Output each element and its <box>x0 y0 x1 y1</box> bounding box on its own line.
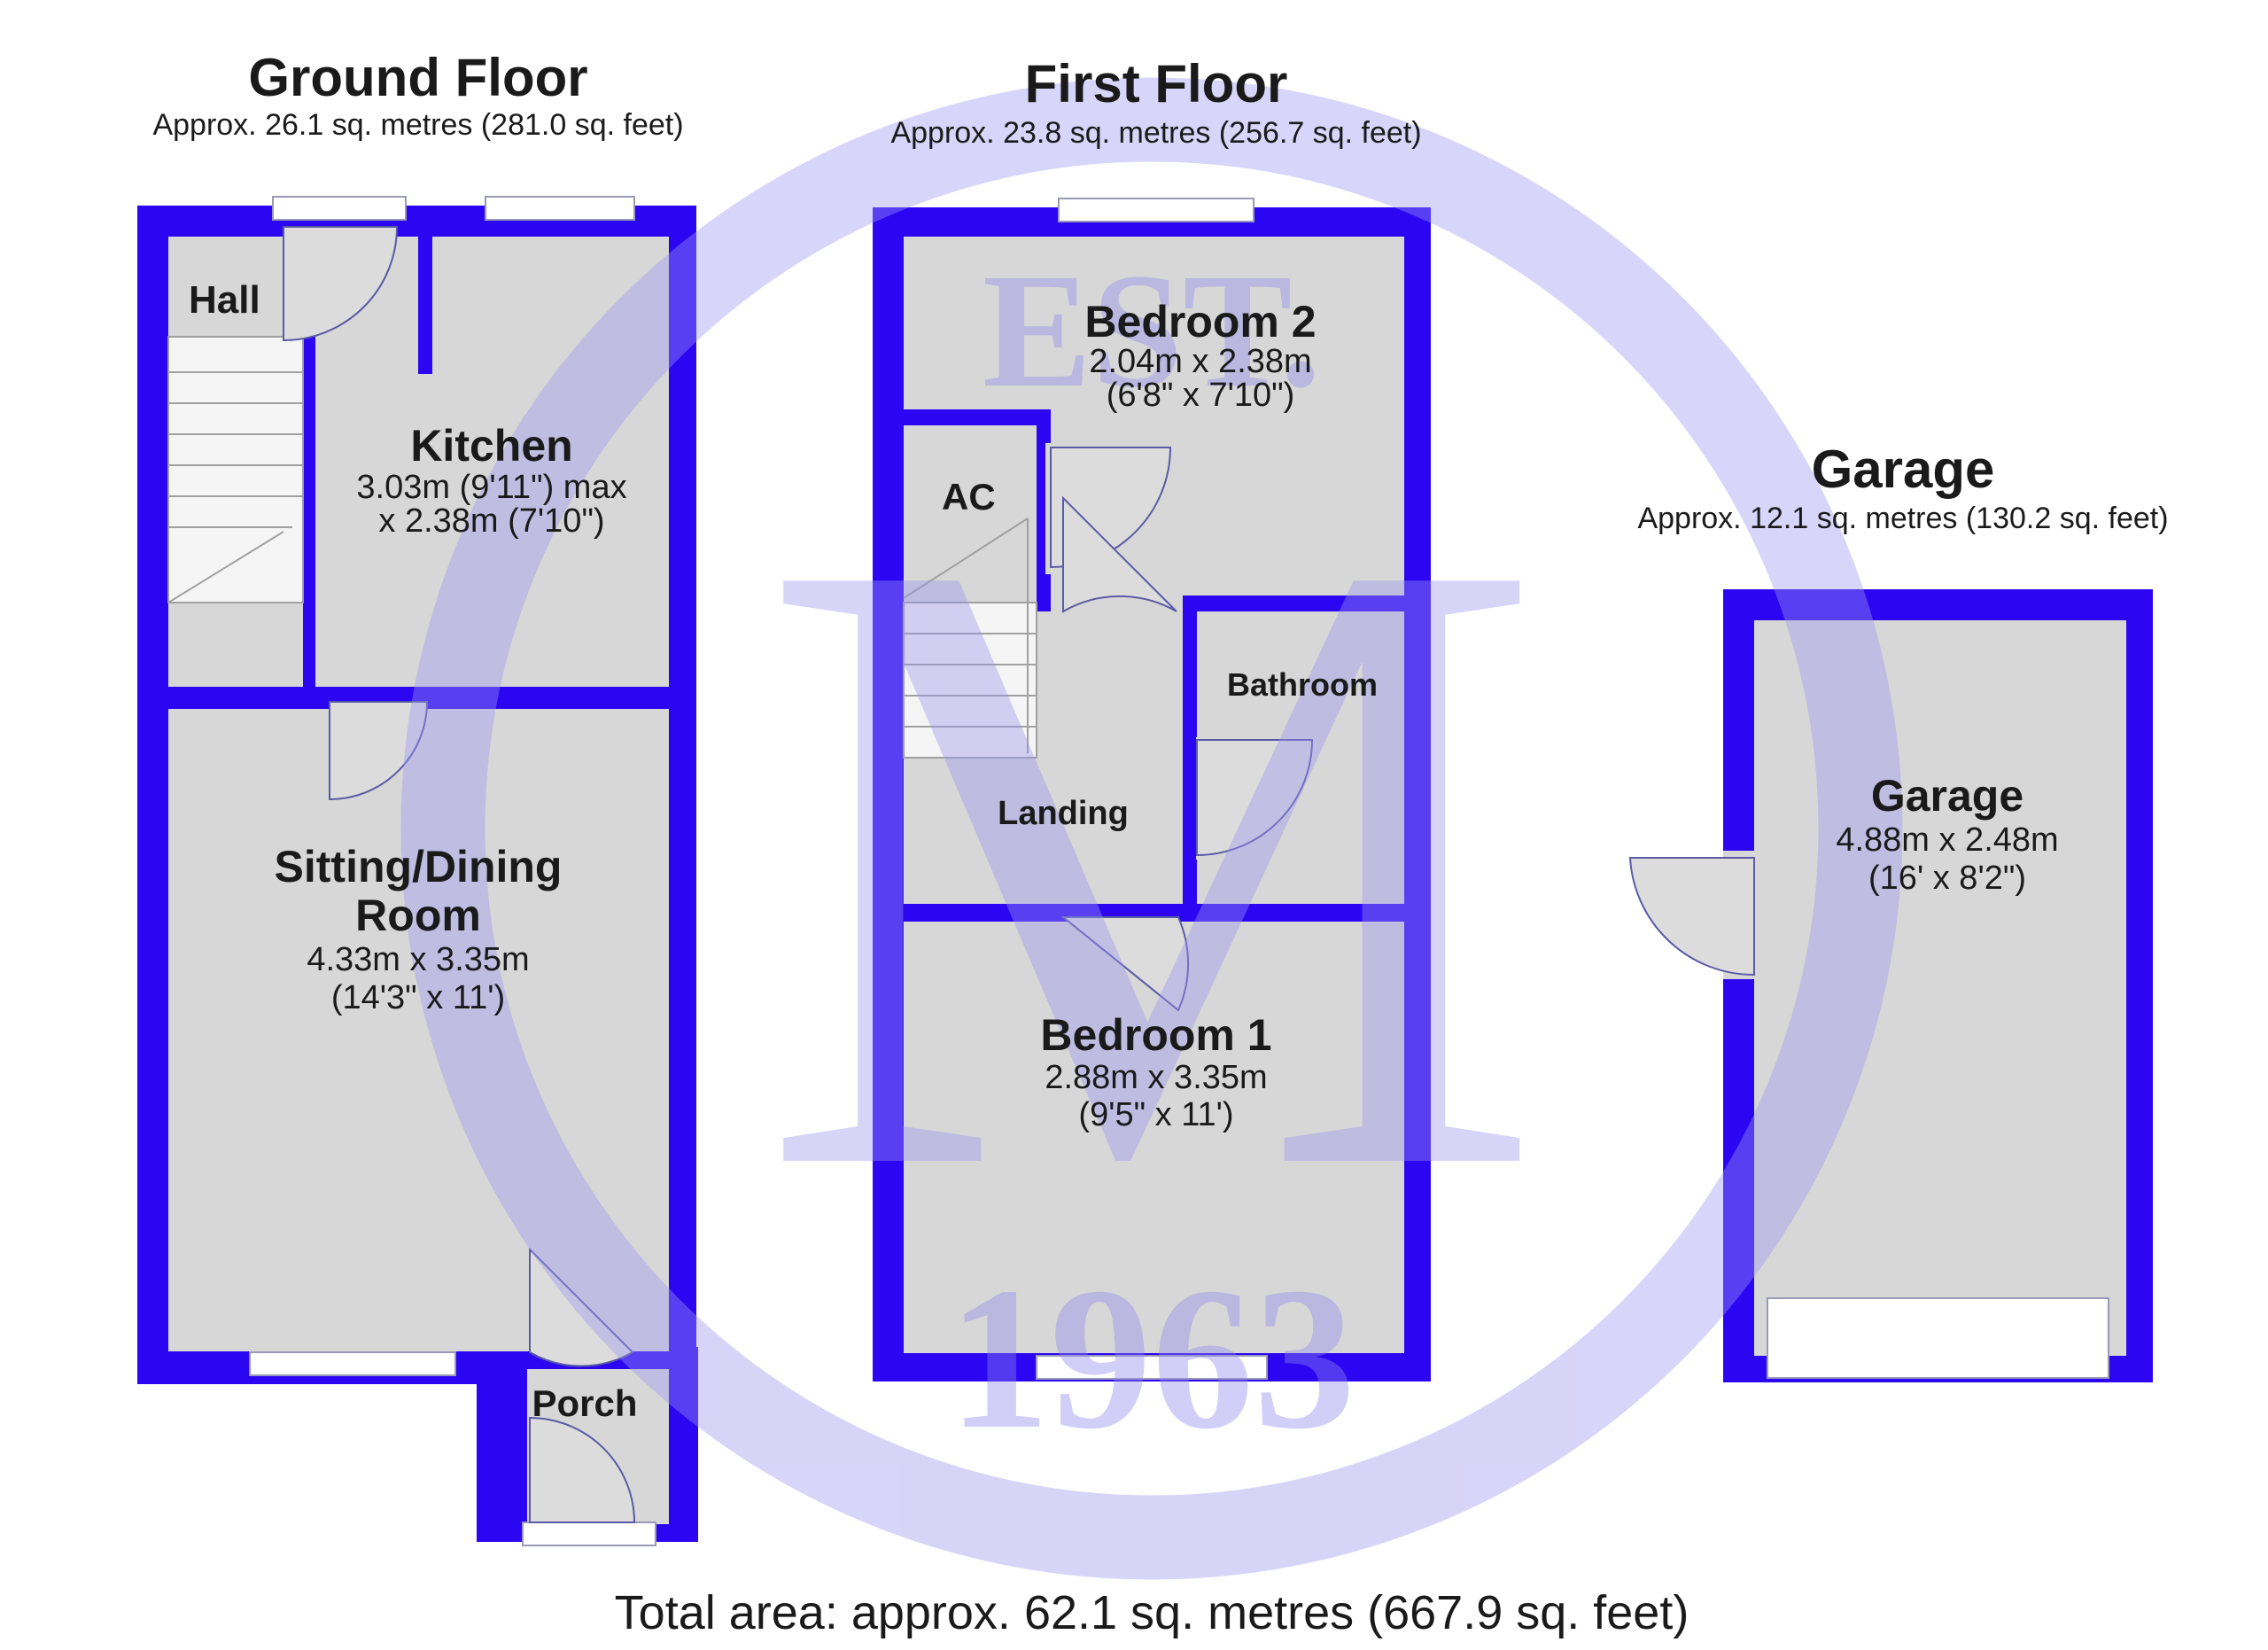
bedroom2-label: Bedroom 2 <box>1084 297 1316 346</box>
garage-room-label: Garage <box>1871 771 2023 821</box>
staircase <box>167 336 304 603</box>
window <box>522 1522 656 1546</box>
interior-wall <box>1183 904 1431 922</box>
watermark-ring <box>400 77 1903 1580</box>
watermark-year: 1963 <box>948 1245 1355 1471</box>
ground-floor-title: Ground Floor <box>248 48 587 107</box>
ground-floor-plan <box>137 196 698 1546</box>
door <box>1062 495 1177 613</box>
watermark-letter: M <box>757 372 1545 1353</box>
ac-label: AC <box>942 476 996 518</box>
bedroom2-dim2: (6'8" x 7'10") <box>1107 377 1295 414</box>
landing-label: Landing <box>998 795 1129 832</box>
door <box>329 701 429 801</box>
interior-wall <box>137 687 325 709</box>
window <box>272 196 407 221</box>
interior-wall <box>1183 595 1197 737</box>
staircase <box>903 518 1037 759</box>
garage-room-dim1: 4.88m x 2.48m <box>1836 821 2058 859</box>
interior-wall <box>873 904 1063 922</box>
total-area: Total area: approx. 62.1 sq. metres (667… <box>615 1586 1689 1639</box>
sitting-room-floor <box>168 709 669 1351</box>
watermark-logo: EST. M 1963 <box>400 77 1903 1580</box>
porch-label: Porch <box>532 1382 637 1424</box>
kitchen-floor <box>314 237 669 687</box>
bathroom-label: Bathroom <box>1227 666 1378 703</box>
bedroom2-floor <box>904 237 1404 409</box>
window <box>1058 198 1254 222</box>
garage-floor <box>1754 620 2126 1356</box>
hall-label: Hall <box>189 278 260 322</box>
bedroom1-label: Bedroom 1 <box>1040 1010 1271 1060</box>
window <box>249 1351 456 1376</box>
garage-plan <box>1628 589 2153 1382</box>
door <box>529 1416 636 1523</box>
window <box>485 196 635 221</box>
window <box>1036 1355 1268 1380</box>
interior-wall <box>1037 409 1051 443</box>
interior-wall <box>1183 595 1431 611</box>
interior-wall <box>303 337 315 691</box>
door <box>283 226 399 342</box>
kitchen-dim2: x 2.38m (7'10") <box>378 502 604 540</box>
bedroom1-dim2: (9'5" x 11') <box>1078 1096 1233 1133</box>
first-floor-area: Approx. 23.8 sq. metres (256.7 sq. feet) <box>890 116 1421 150</box>
interior-wall <box>1037 574 1051 611</box>
garage-room-dim2: (16' x 8'2") <box>1868 860 2026 897</box>
door <box>1060 916 1190 1012</box>
door <box>1628 857 1755 977</box>
bedroom1-floor <box>904 922 1404 1353</box>
kitchen-dim1: 3.03m (9'11") max <box>356 469 626 506</box>
ac-floor <box>904 425 1037 589</box>
bedroom1-dim1: 2.88m x 3.35m <box>1045 1059 1267 1096</box>
bedroom2-dim1: 2.04m x 2.38m <box>1089 343 1311 380</box>
first-floor-title: First Floor <box>1025 54 1288 113</box>
sitting-room-label2: Room <box>355 891 481 940</box>
door <box>529 1247 634 1367</box>
kitchen-label: Kitchen <box>410 421 572 471</box>
first-floor-plan <box>873 198 1431 1381</box>
interior-wall <box>418 206 432 374</box>
sitting-room-dim1: 4.33m x 3.35m <box>307 941 529 978</box>
ground-floor-area: Approx. 26.1 sq. metres (281.0 sq. feet) <box>152 108 683 142</box>
sitting-room-label1: Sitting/Dining <box>275 842 563 891</box>
interior-wall <box>873 409 1050 425</box>
garage-area: Approx. 12.1 sq. metres (130.2 sq. feet) <box>1637 502 2168 535</box>
watermark-est: EST. <box>983 240 1321 422</box>
interior-wall <box>452 687 696 709</box>
interior-wall <box>505 1351 527 1529</box>
sitting-room-dim2: (14'3" x 11') <box>331 979 505 1016</box>
garage-door <box>1767 1297 2109 1379</box>
door <box>1196 739 1314 857</box>
garage-title: Garage <box>1812 440 1995 499</box>
